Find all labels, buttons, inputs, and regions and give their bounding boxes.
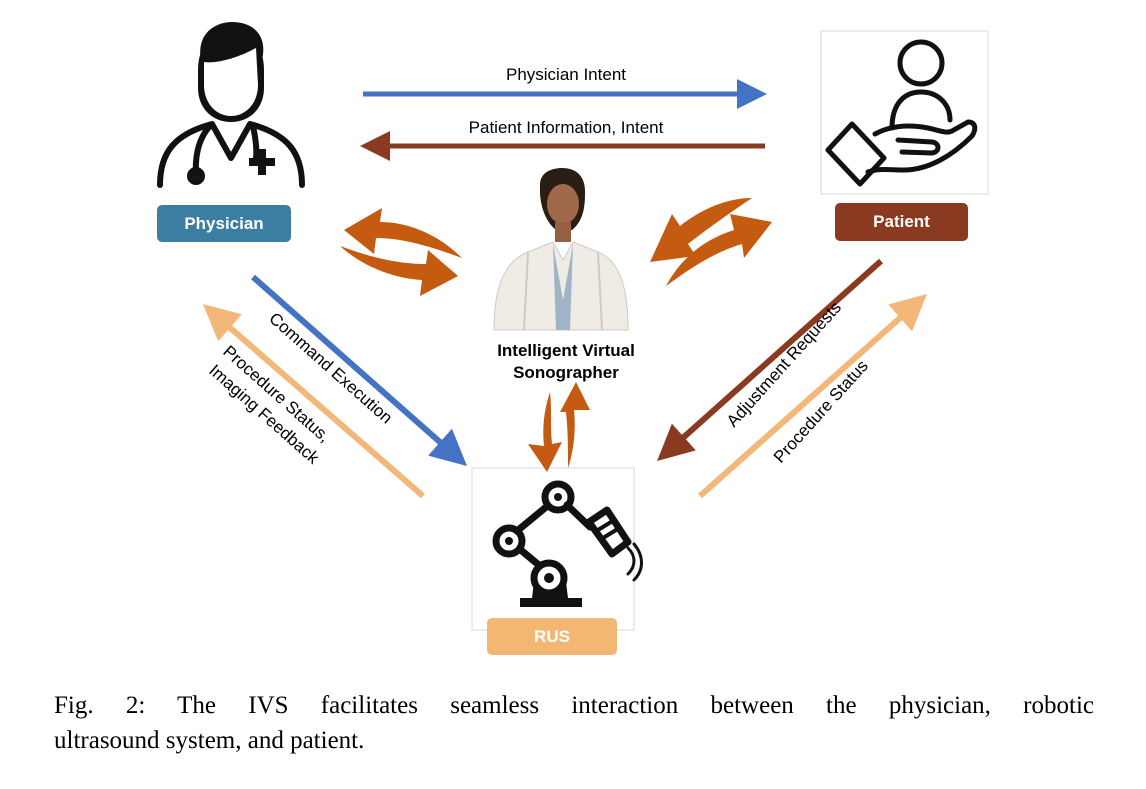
patient-icon — [825, 39, 978, 187]
command-execution-arrow — [251, 274, 467, 466]
ivs-interaction-diagram: Physician Intent Patient Information, In… — [157, 22, 989, 631]
physician-icon — [157, 22, 305, 188]
patient-label: Patient — [835, 203, 968, 241]
physician-intent-label: Physician Intent — [506, 65, 626, 84]
physician-label: Physician — [157, 205, 291, 242]
robot-arm-icon — [492, 480, 643, 607]
adjustment-requests-arrow — [657, 258, 883, 461]
physician-to-ivs-arrow — [340, 246, 458, 296]
procedure-status-right-arrow — [698, 294, 927, 499]
ivs-to-physician-arrow — [344, 208, 462, 258]
patient-information-label: Patient Information, Intent — [469, 118, 664, 137]
ivs-title-line1: Intelligent Virtual — [497, 341, 635, 360]
patient-to-ivs-arrow — [650, 198, 752, 262]
figure-caption-line2: ultrasound system, and patient. — [54, 727, 365, 754]
rus-label: RUS — [487, 618, 617, 655]
ivs-to-rus-arrow — [528, 392, 562, 472]
figure-caption-line1: Fig. 2: The IVS facilitates seamless int… — [54, 692, 1094, 719]
procedure-status-left-arrow — [202, 304, 425, 499]
rus-to-ivs-arrow — [560, 382, 590, 468]
ivs-avatar-icon — [493, 168, 629, 331]
figure-caption: Fig. 2: The IVS facilitates seamless int… — [54, 688, 1094, 758]
ivs-title-line2: Sonographer — [513, 363, 619, 382]
patient-icon-frame — [820, 30, 989, 195]
ivs-to-patient-arrow — [666, 214, 772, 286]
